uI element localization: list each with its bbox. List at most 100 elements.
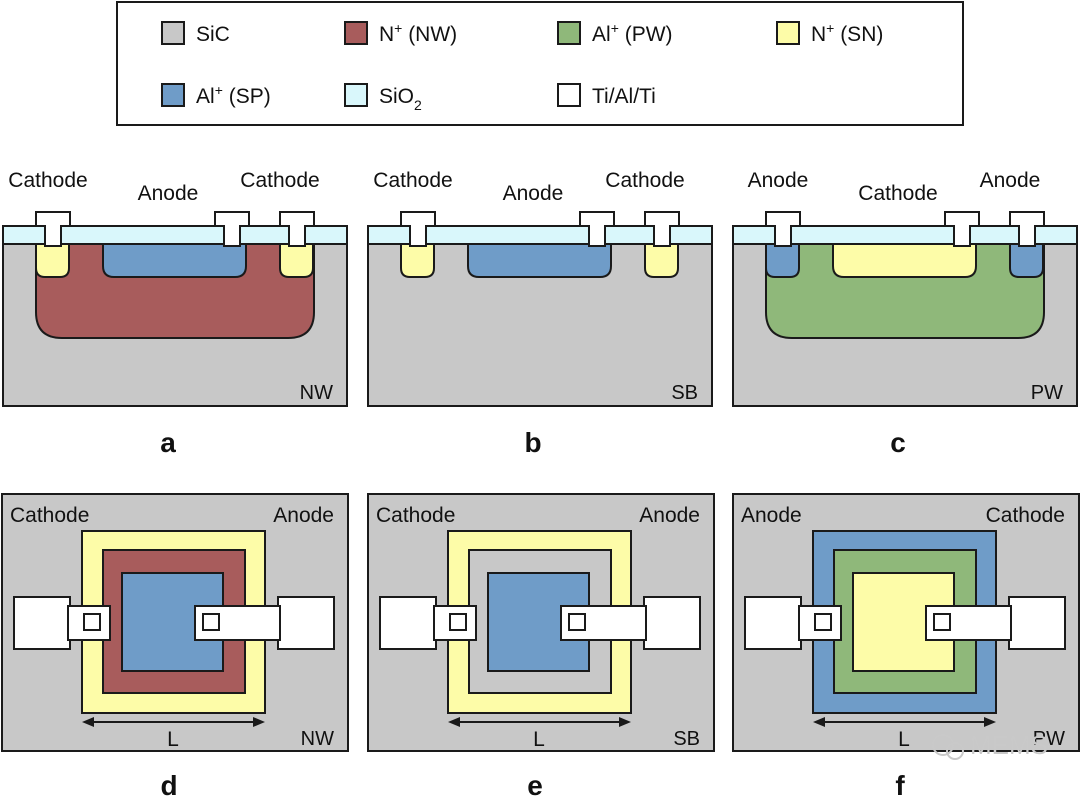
watermark-text: MEMS [970, 730, 1048, 760]
via-left [83, 613, 101, 631]
terminal-label-right: Cathode [240, 169, 319, 192]
legend-label-sio2: SiO2 [379, 85, 422, 113]
legend-item-metal: Ti/Al/Ti [557, 83, 656, 108]
terminal-label-center: Cathode [858, 182, 937, 205]
terminal-label-right: Anode [980, 169, 1041, 192]
side-implant-right [1009, 243, 1044, 278]
legend-frame [116, 1, 964, 126]
legend-label-sic: SiC [196, 23, 230, 46]
metal-pad-left [13, 596, 71, 650]
structure-tag: PW [1033, 728, 1065, 750]
via-left [449, 613, 467, 631]
legend-swatch-sic [161, 21, 185, 45]
terminal-label-center: Anode [138, 182, 199, 205]
structure-tag: NW [301, 728, 334, 750]
wechat-icon-bubble [946, 742, 964, 760]
legend-item-sn: N+ (SN) [776, 20, 883, 46]
legend-item-nw: N+ (NW) [344, 20, 457, 46]
contact-left [35, 211, 71, 247]
metal-pad-right [277, 596, 335, 650]
terminal-label-right: Cathode [605, 169, 684, 192]
terminal-label-right: Cathode [986, 504, 1065, 527]
panel-letter: d [160, 770, 177, 799]
metal-pad-right [1008, 596, 1066, 650]
contact-left [765, 211, 801, 247]
dimension-label: L [167, 728, 179, 751]
legend-swatch-sio2 [344, 83, 368, 107]
center-implant [832, 243, 977, 278]
terminal-label-right: Anode [639, 504, 700, 527]
sio2-layer [732, 225, 1078, 245]
contact-right [279, 211, 315, 247]
watermark: MEMS [932, 730, 1048, 760]
contact-left [400, 211, 436, 247]
terminal-label-left: Cathode [376, 504, 455, 527]
terminal-label-left: Anode [748, 169, 809, 192]
legend-swatch-pw [557, 21, 581, 45]
arrow-head-left [448, 717, 460, 727]
metal-pad-left [379, 596, 437, 650]
side-implant-right [644, 243, 679, 278]
via-right [202, 613, 220, 631]
sio2-layer [2, 225, 348, 245]
via-right [568, 613, 586, 631]
arrow-head-right [619, 717, 631, 727]
legend-swatch-metal [557, 83, 581, 107]
legend-label-sp: Al+ (SP) [196, 82, 271, 108]
arrow-head-left [813, 717, 825, 727]
structure-tag: SB [671, 382, 698, 404]
metal-pad-right [643, 596, 701, 650]
contact-center [944, 211, 980, 247]
terminal-label-left: Cathode [373, 169, 452, 192]
panel-letter: b [524, 427, 541, 458]
arrow-head-left [82, 717, 94, 727]
dimension-label: L [898, 728, 910, 751]
terminal-label-left: Cathode [10, 504, 89, 527]
legend-item-sp: Al+ (SP) [161, 82, 271, 108]
contact-center [579, 211, 615, 247]
legend: SiC N+ (NW) Al+ (PW) N+ (SN) Al+ (SP) SiO2 Ti/… [116, 1, 964, 126]
panel-letter: f [895, 770, 905, 799]
panel-letter: a [160, 427, 176, 458]
panel-letter: e [527, 770, 543, 799]
contact-right [1009, 211, 1045, 247]
contact-center [214, 211, 250, 247]
legend-item-pw: Al+ (PW) [557, 20, 673, 46]
side-implant-right [279, 243, 314, 278]
legend-swatch-sp [161, 83, 185, 107]
arrow-head-right [984, 717, 996, 727]
terminal-label-right: Anode [273, 504, 334, 527]
side-implant-left [765, 243, 800, 278]
legend-label-metal: Ti/Al/Ti [592, 85, 656, 108]
legend-item-sio2: SiO2 [344, 83, 422, 113]
structure-tag: SB [673, 728, 700, 750]
via-right [933, 613, 951, 631]
terminal-label-left: Anode [741, 504, 802, 527]
legend-swatch-nw [344, 21, 368, 45]
side-implant-left [400, 243, 435, 278]
panel-letter: c [890, 427, 906, 458]
terminal-label-center: Anode [503, 182, 564, 205]
legend-swatch-sn [776, 21, 800, 45]
legend-label-sn: N+ (SN) [811, 20, 883, 46]
wechat-icon [932, 734, 954, 756]
contact-right [644, 211, 680, 247]
center-implant [102, 243, 247, 278]
center-implant [467, 243, 612, 278]
terminal-label-left: Cathode [8, 169, 87, 192]
structure-tag: NW [300, 382, 333, 404]
metal-pad-left [744, 596, 802, 650]
side-implant-left [35, 243, 70, 278]
legend-label-nw: N+ (NW) [379, 20, 457, 46]
structure-tag: PW [1031, 382, 1063, 404]
via-left [814, 613, 832, 631]
dimension-label: L [533, 728, 545, 751]
sio2-layer [367, 225, 713, 245]
